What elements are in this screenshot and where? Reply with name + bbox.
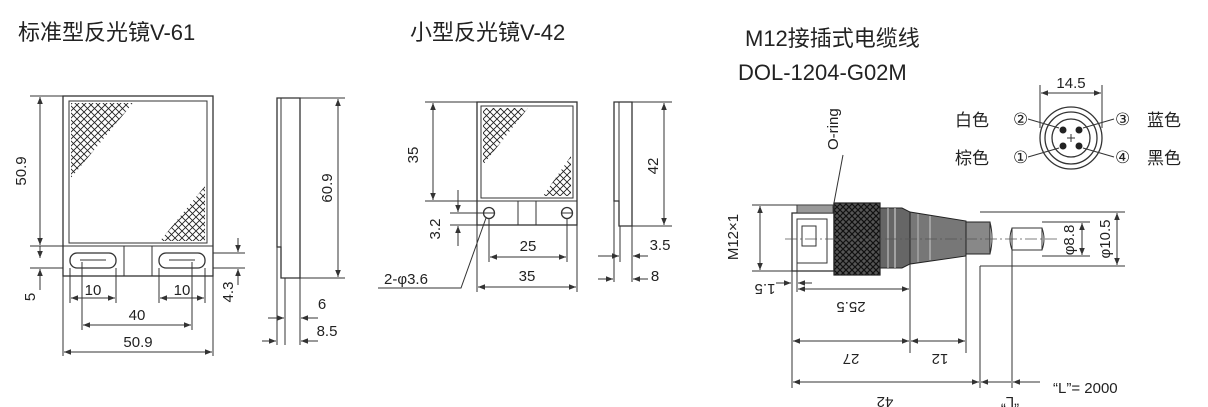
v61-mount-slot-right [158,252,206,269]
length-note: “L”= 2000 [1053,380,1118,397]
v61-bottom-label: 5 [22,293,39,301]
v61-side-6-label: 6 [318,296,326,313]
v61-dimensions: 50.9 5 4.3 10 10 40 50.9 [13,95,245,356]
pin-3 [1075,126,1083,134]
v42-dimensions: 35 3.2 25 35 2-φ3.6 [378,101,578,292]
thread-size-label: M12×1 [725,214,742,260]
v61-slot-left-label: 10 [85,282,102,299]
pin4-color-label: 黑色 [1147,149,1181,168]
v42-height-label: 35 [405,147,422,164]
o-ring-seal [796,204,834,214]
v61-slot-height-label: 4.3 [220,282,237,303]
v42-width-label: 35 [519,268,536,285]
pin1-number: ① [1013,148,1028,167]
pin2-number: ② [1013,110,1028,129]
v42-hole-offset-label: 3.2 [427,219,444,240]
v61-slot-pitch-label: 40 [129,307,146,324]
pin-1 [1059,142,1067,150]
v42-front-view [476,101,578,226]
pin-4 [1075,142,1083,150]
title-m12-cable: M12接插式电缆线 [745,26,920,51]
title-small-reflector: 小型反光镜V-42 [410,20,565,45]
v42-side-8-label: 8 [651,268,659,285]
cable-connector-drawing [785,202,1060,276]
v61-width-label: 50.9 [123,334,152,351]
v61-side-view: 60.9 6 8.5 [262,97,345,345]
v42-holes-label: 2-φ3.6 [384,271,428,288]
o-ring-label: O-ring [825,108,842,150]
v42-side-height-label: 42 [645,158,662,175]
dim-L-label: “L” [1001,393,1019,407]
pin3-number: ③ [1115,110,1130,129]
pin3-color-label: 蓝色 [1147,111,1181,130]
v61-side-height-label: 60.9 [319,173,336,202]
v61-mount-slot-left [69,252,117,269]
cable-dimensions: O-ring M12×1 φ8.8 φ10.5 1.5 25.5 27 12 [725,108,1125,407]
cable-model-number: DOL-1204-G02M [738,60,907,85]
title-standard-reflector: 标准型反光镜V-61 [18,20,195,45]
diameter-large-label: φ10.5 [1097,220,1114,259]
dim-42-label: 42 [877,393,894,407]
diameter-small-label: φ8.8 [1061,225,1078,256]
v42-side-35-label: 3.5 [650,237,671,254]
pin-face-width-label: 14.5 [1056,75,1085,92]
v61-slot-right-label: 10 [174,282,191,299]
pin-2 [1059,126,1067,134]
v42-side-view: 42 3.5 8 [598,101,672,285]
v61-side-85-label: 8.5 [317,323,338,340]
dim-255-label: 25.5 [836,298,865,315]
v61-front-view [62,95,214,277]
dim-12-label: 12 [932,350,949,367]
v61-height-label: 50.9 [13,156,30,185]
v42-hole-pitch-label: 25 [520,238,537,255]
pin4-number: ④ [1115,148,1130,167]
connector-pin-face: 14.5 白色 ② 棕色 ① ③ 蓝色 ④ 黑色 [955,75,1181,170]
pin1-color-label: 棕色 [955,149,989,168]
dim-27-label: 27 [843,350,860,367]
pin2-color-label: 白色 [955,111,989,130]
dim-15-label: 1.5 [755,280,776,297]
